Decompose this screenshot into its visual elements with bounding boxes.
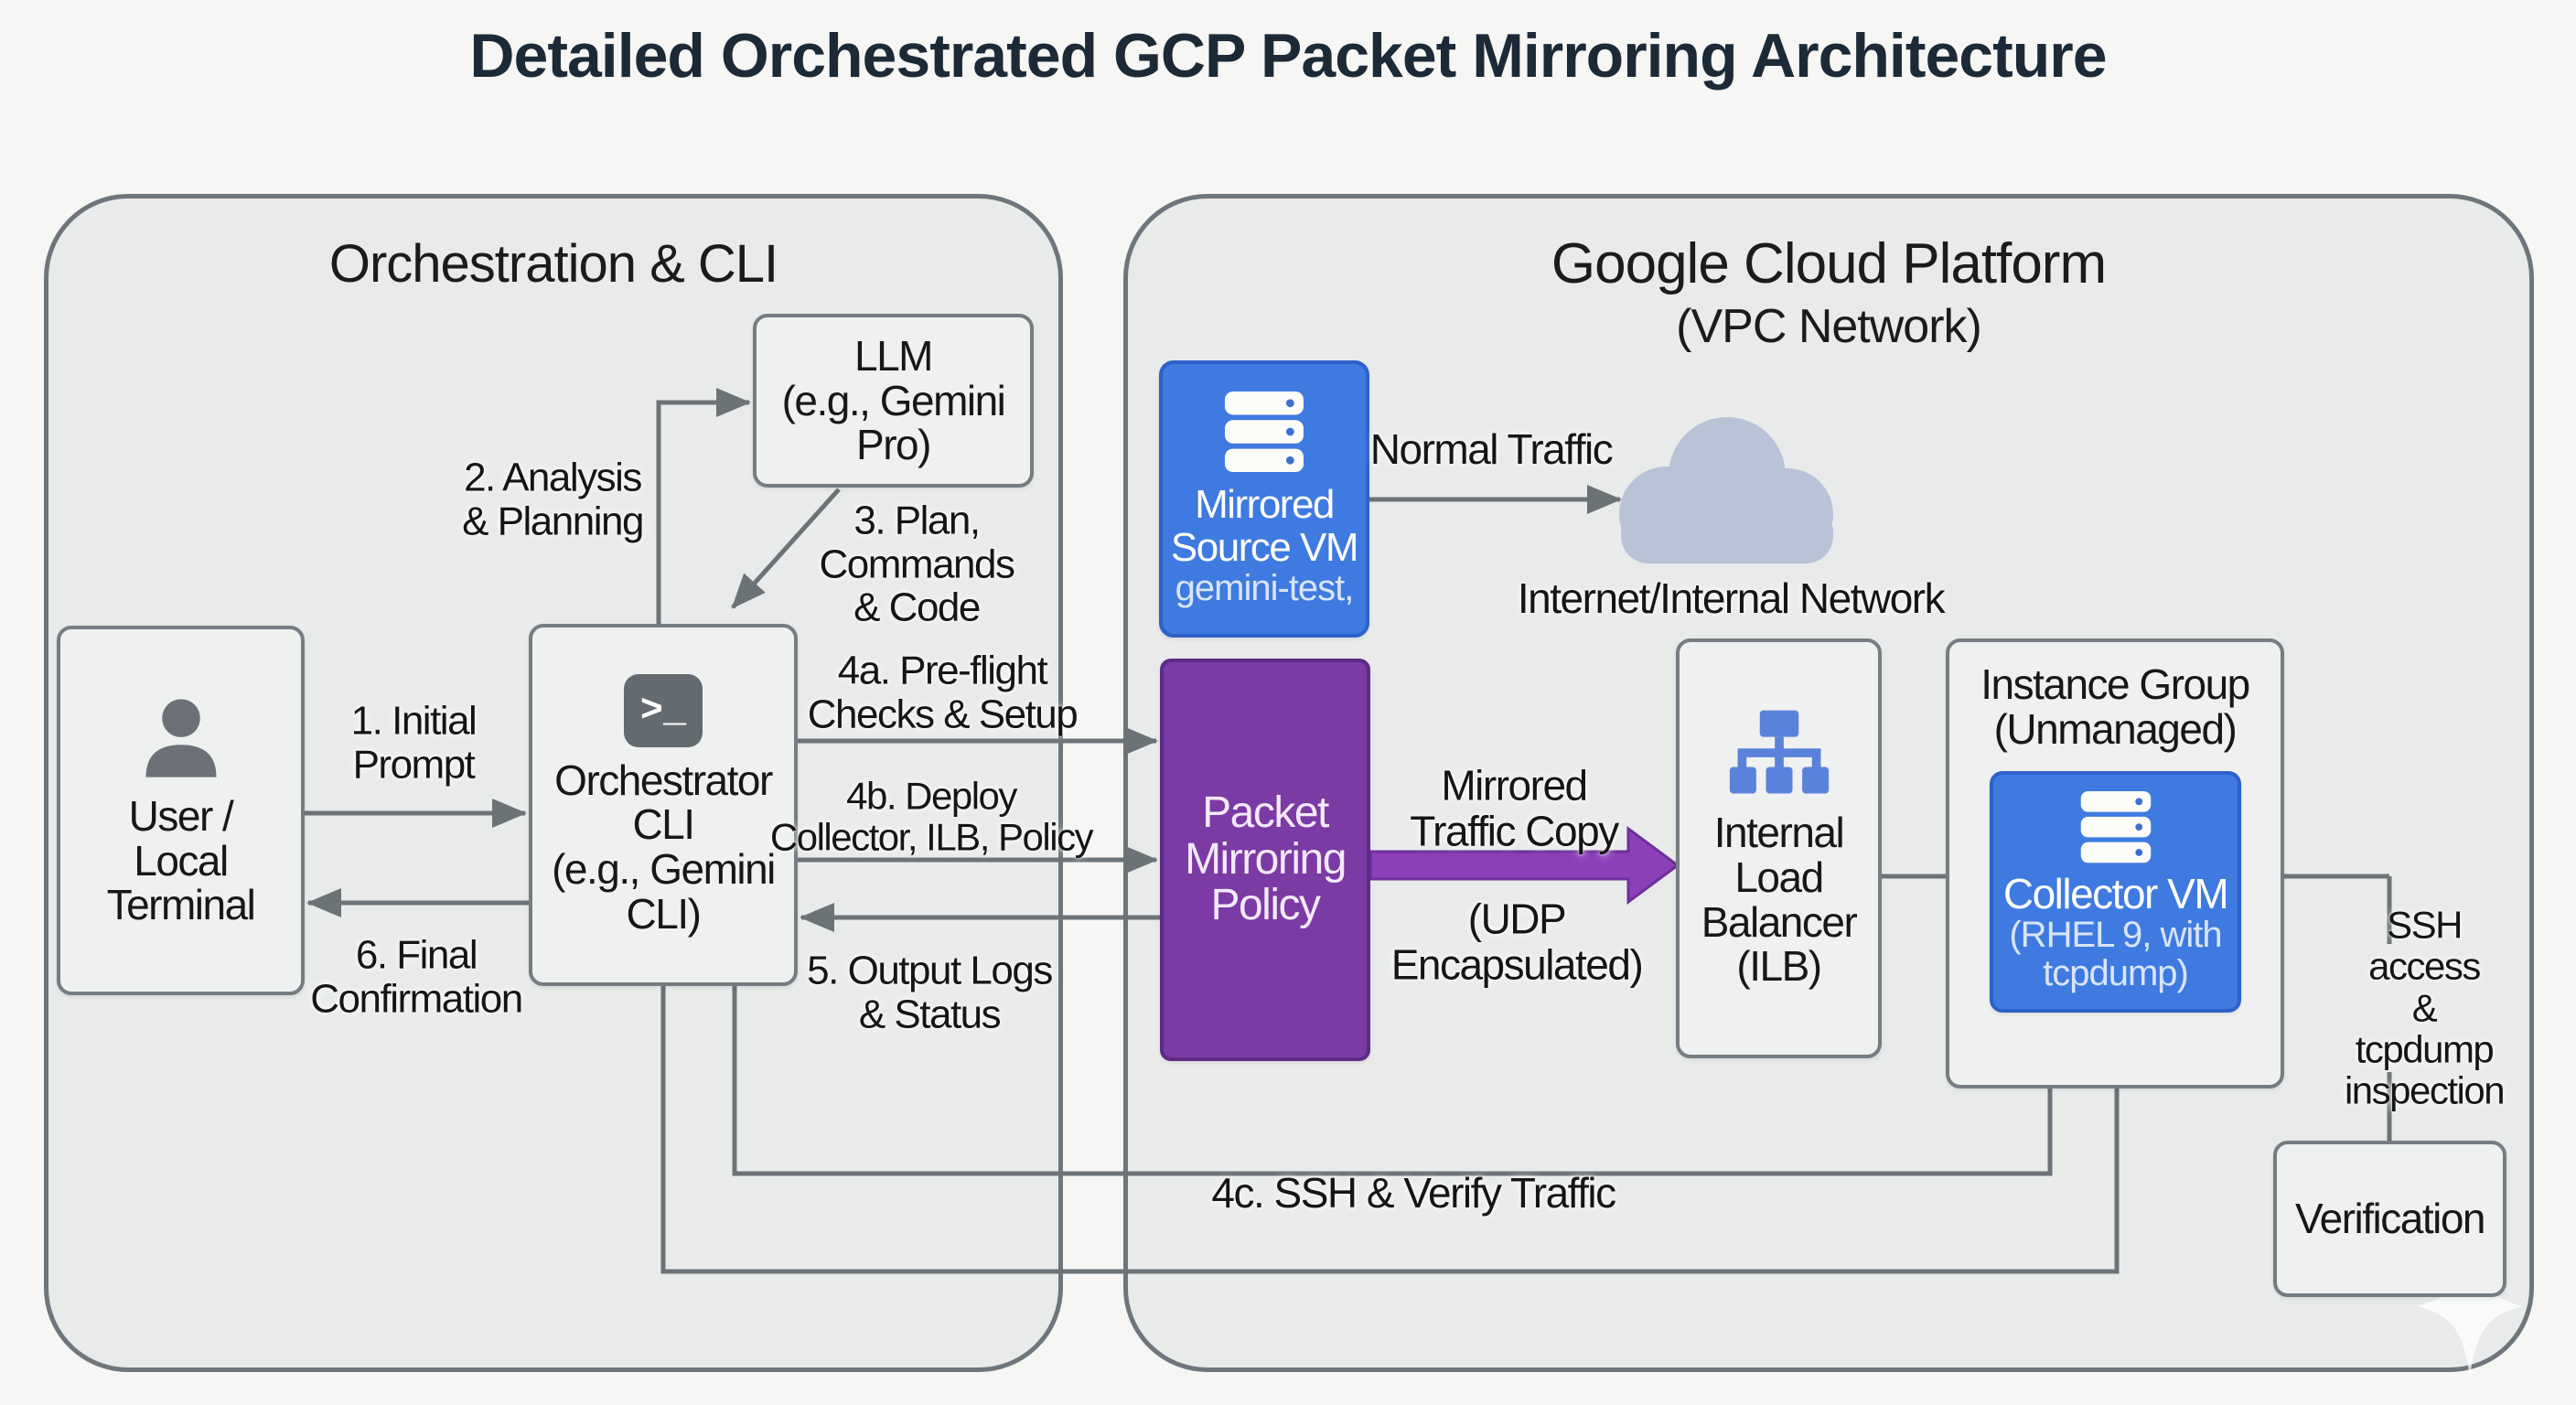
label-ssh-verify: 4c. SSH & Verify Traffic bbox=[1211, 1169, 1616, 1217]
ilb-box: Internal Load Balancer (ILB) bbox=[1676, 638, 1882, 1058]
gcp-subtitle: (VPC Network) bbox=[1676, 300, 1982, 353]
arrow-analysis-planning bbox=[656, 388, 751, 624]
mirrored-traffic-arrow bbox=[1368, 826, 1680, 905]
label-preflight: 4a. Pre-flight Checks & Setup bbox=[807, 648, 1079, 736]
llm-box: LLM (e.g., Gemini Pro) bbox=[753, 314, 1034, 488]
mirrored-source-vm-box: Mirrored Source VM gemini-test, bbox=[1159, 360, 1369, 638]
label-initial-prompt: 1. Initial Prompt bbox=[350, 698, 478, 787]
user-icon bbox=[145, 699, 216, 778]
server-icon bbox=[1224, 391, 1304, 472]
arrow-plan-commands bbox=[731, 488, 841, 609]
load-balancer-icon bbox=[1729, 710, 1829, 794]
label-deploy: 4b. Deploy Collector, ILB, Policy bbox=[769, 774, 1094, 859]
user-terminal-box: User / Local Terminal bbox=[57, 626, 305, 995]
orchestration-title: Orchestration & CLI bbox=[328, 234, 778, 294]
verification-box: Verification bbox=[2273, 1141, 2506, 1297]
collector-vm-box: Collector VM (RHEL 9, with tcpdump) bbox=[1990, 771, 2241, 1013]
page-title: Detailed Orchestrated GCP Packet Mirrori… bbox=[469, 21, 2107, 91]
server-icon bbox=[2080, 790, 2151, 863]
terminal-icon: >_ bbox=[624, 673, 703, 747]
orchestrator-cli-box: >_ Orchestrator CLI (e.g., Gemini CLI) bbox=[529, 624, 798, 986]
packet-mirroring-policy-label: Packet Mirroring Policy bbox=[1185, 788, 1347, 930]
label-ssh-access: SSH access & tcpdump inspection bbox=[2344, 903, 2506, 1113]
terminal-glyph: >_ bbox=[639, 688, 687, 733]
mirrored-source-vm-label: Mirrored Source VM bbox=[1170, 481, 1359, 570]
label-internet-network: Internet/Internal Network bbox=[1517, 574, 1946, 623]
route-ssh-verify-upper bbox=[732, 986, 2065, 1176]
label-mirrored-copy: Mirrored Traffic Copy bbox=[1410, 761, 1619, 854]
label-output-logs: 5. Output Logs & Status bbox=[807, 948, 1053, 1036]
verification-label: Verification bbox=[2294, 1195, 2486, 1243]
sparkle-watermark bbox=[2417, 1235, 2523, 1378]
packet-mirroring-policy-box: Packet Mirroring Policy bbox=[1160, 659, 1370, 1061]
cloud-icon bbox=[1619, 417, 1833, 563]
route-ssh-verify-lower bbox=[660, 986, 2131, 1274]
label-udp-encapsulated: (UDP Encapsulated) bbox=[1390, 895, 1644, 988]
ilb-label: Internal Load Balancer (ILB) bbox=[1701, 809, 1858, 991]
user-terminal-label: User / Local Terminal bbox=[106, 791, 256, 929]
gcp-title: Google Cloud Platform bbox=[1551, 232, 2107, 295]
llm-label: LLM (e.g., Gemini Pro) bbox=[781, 331, 1006, 469]
instance-group-label: Instance Group (Unmanaged) bbox=[1980, 660, 2250, 753]
mirrored-source-vm-name: gemini-test, bbox=[1175, 568, 1355, 609]
orchestrator-cli-label: Orchestrator CLI (e.g., Gemini CLI) bbox=[552, 756, 776, 938]
label-plan-commands: 3. Plan, Commands & Code bbox=[819, 498, 1015, 630]
collector-vm-label: Collector VM bbox=[2002, 869, 2229, 917]
label-normal-traffic: Normal Traffic bbox=[1369, 425, 1614, 474]
label-analysis-planning: 2. Analysis & Planning bbox=[462, 455, 644, 543]
collector-vm-detail: (RHEL 9, with tcpdump) bbox=[2009, 915, 2222, 994]
label-final-confirmation: 6. Final Confirmation bbox=[310, 932, 523, 1021]
